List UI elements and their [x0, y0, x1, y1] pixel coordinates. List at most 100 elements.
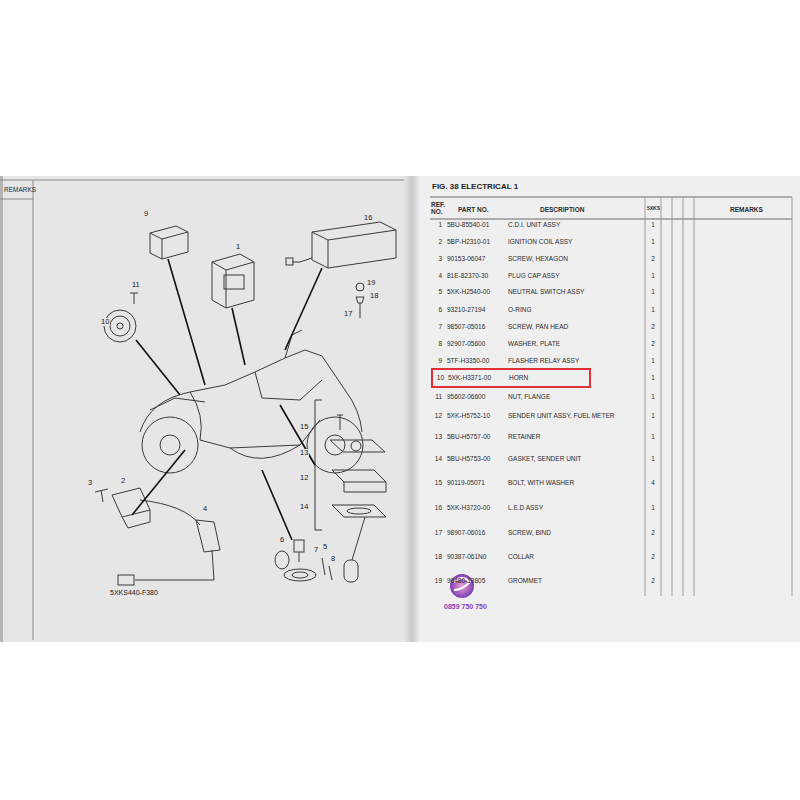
ref-number: 4 [428, 272, 442, 279]
ref-number: 6 [428, 306, 442, 313]
part-number: 93210-27194 [447, 306, 485, 313]
part-number: 5BU-H5757-00 [447, 433, 490, 440]
quantity: 1 [646, 504, 660, 511]
callout-number: 13 [299, 449, 309, 457]
quantity: 2 [646, 255, 660, 262]
part-description: SENDER UNIT ASSY, FUEL METER [508, 412, 614, 419]
part-number: 90153-06047 [447, 255, 485, 262]
callout-number: 6 [279, 536, 285, 544]
callout-number: 19 [366, 279, 376, 287]
quantity: 1 [646, 238, 660, 245]
part-number: 5BU-85540-01 [447, 221, 489, 228]
part-description: L.E.D ASSY [508, 504, 543, 511]
callout-number: 10 [100, 318, 110, 326]
part-description: COLLAR [508, 553, 534, 560]
callout-number: 12 [299, 474, 309, 482]
part-number: 98907-06016 [447, 529, 485, 536]
quantity: 2 [646, 553, 660, 560]
quantity: 2 [646, 323, 660, 330]
page-header: REMARKS [4, 186, 36, 193]
highlight-box: 10 5XK-H3371-00 HORN [431, 368, 591, 388]
ref-number: 7 [428, 323, 442, 330]
quantity: 1 [646, 357, 660, 364]
part-description: IGNITION COIL ASSY [508, 238, 572, 245]
watermark-phone: 0859 750 750 [444, 603, 487, 611]
quantity: 1 [646, 455, 660, 462]
quantity: 1 [646, 306, 660, 313]
quantity: 1 [646, 433, 660, 440]
part-description: BOLT, WITH WASHER [508, 479, 574, 486]
quantity: 2 [646, 340, 660, 347]
callout-number: 16 [363, 214, 373, 222]
figure-title: FIG. 38 ELECTRICAL 1 [432, 183, 518, 192]
callout-number: 5 [322, 543, 328, 551]
part-description: NUT, FLANGE [508, 393, 550, 400]
column-header: PART NO. [458, 206, 489, 213]
ref-number: 5 [428, 288, 442, 295]
part-description: WASHER, PLATE [508, 340, 560, 347]
part-number: 81E-82370-30 [447, 272, 488, 279]
part-description: HORN [509, 374, 528, 381]
part-number: 90480-13805 [447, 577, 485, 584]
ref-number: 14 [428, 455, 442, 462]
callout-number: 15 [299, 423, 309, 431]
part-number: 92907-05600 [447, 340, 485, 347]
callout-number: 1 [235, 243, 241, 251]
part-description: SCREW, HEXAGON [508, 255, 568, 262]
part-number: 5XK-H5752-10 [447, 412, 490, 419]
column-header: REMARKS [730, 206, 763, 213]
ref-number: 8 [428, 340, 442, 347]
part-description: SCREW, BIND [508, 529, 551, 536]
quantity: 2 [646, 529, 660, 536]
part-description: RETAINER [508, 433, 540, 440]
callout-number: 17 [343, 310, 353, 318]
part-description: SCREW, PAN HEAD [508, 323, 568, 330]
ref-number: 12 [428, 412, 442, 419]
part-description: C.D.I. UNIT ASSY [508, 221, 560, 228]
part-number: 98507-05016 [447, 323, 485, 330]
part-description: GROMMET [508, 577, 542, 584]
part-description: NEUTRAL SWITCH ASSY [508, 288, 584, 295]
part-description: FLASHER RELAY ASSY [508, 357, 579, 364]
ref-number: 9 [428, 357, 442, 364]
part-description: PLUG CAP ASSY [508, 272, 560, 279]
ref-number: 17 [428, 529, 442, 536]
callout-number: 9 [143, 210, 149, 218]
part-number: 95602-06600 [447, 393, 485, 400]
callout-number: 14 [299, 503, 309, 511]
callout-number: 8 [330, 555, 336, 563]
ref-number: 15 [428, 479, 442, 486]
quantity: 1 [646, 221, 660, 228]
ref-number: 18 [428, 553, 442, 560]
part-number: 5XK-H3720-00 [447, 504, 490, 511]
quantity: 4 [646, 479, 660, 486]
part-number: 5XK-H2540-00 [447, 288, 490, 295]
quantity: 2 [646, 577, 660, 584]
ref-number: 3 [428, 255, 442, 262]
ref-number: 1 [428, 221, 442, 228]
ref-number: 19 [428, 577, 442, 584]
column-header: REF. NO. [431, 201, 447, 215]
part-number: 5XK-H3371-00 [448, 374, 491, 381]
part-number: 5BP-H2310-01 [447, 238, 490, 245]
column-header: 5XKS [647, 206, 660, 212]
callout-number: 4 [202, 505, 208, 513]
ref-number: 13 [428, 433, 442, 440]
part-description: GASKET, SENDER UNIT [508, 455, 581, 462]
figure-code: 5XKS440-F380 [110, 589, 158, 597]
part-description: O-RING [508, 306, 531, 313]
ref-number: 10 [431, 374, 444, 381]
column-header: DESCRIPTION [540, 206, 584, 213]
callout-number: 7 [313, 546, 319, 554]
quantity: 1 [646, 272, 660, 279]
part-number: 5TF-H3350-00 [447, 357, 489, 364]
ref-number: 2 [428, 238, 442, 245]
quantity: 1 [646, 288, 660, 295]
quantity: 1 [646, 374, 660, 381]
callout-number: 2 [120, 477, 126, 485]
ref-number: 16 [428, 504, 442, 511]
callout-number: 3 [87, 479, 93, 487]
